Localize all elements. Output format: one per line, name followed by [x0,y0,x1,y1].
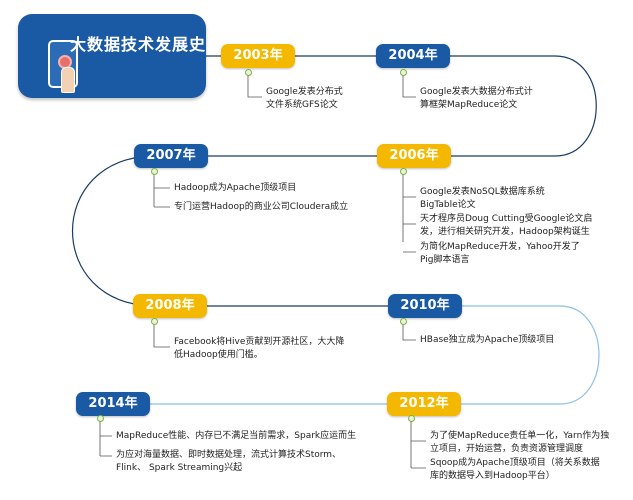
milestone-item: 为了使MapReduce责任单一化，Yarn作为独立项目，开始运营，负责资源管理… [430,431,610,454]
year-badge-2004: 2004年 [376,44,450,68]
title-box [18,14,206,98]
collapse-knob-icon [408,415,415,422]
milestone-item: Facebook将Hive贡献到开源社区，大大降低Hadoop使用门槛。 [174,337,345,360]
connector-lines [99,75,426,469]
phone-touch-icon [48,40,78,93]
collapse-knob-icon [97,415,104,422]
milestone-item: 为应对海量数据、即时数据处理，流式计算技术Storm、Flink、 Spark … [116,450,342,473]
year-badge-2003: 2003年 [221,44,295,68]
milestone-item: Sqoop成为Apache顶级项目（将关系数据库的数据导入到Hadoop平台） [430,458,600,481]
milestone-item: 天才程序员Doug Cutting受Google论文启发，进行相关研究开发，Ha… [420,214,593,237]
year-badge-2006: 2006年 [377,144,451,168]
collapse-knob-icon [400,69,407,76]
milestone-item: HBase独立成为Apache顶级项目 [420,335,555,345]
year-badge-2007: 2007年 [134,144,208,168]
page-title: 大数据技术发展史 [70,35,207,54]
collapse-knob-icon [151,318,158,325]
year-badge-2012: 2012年 [387,392,461,416]
year-badge-2008: 2008年 [133,294,207,318]
milestone-item: Hadoop成为Apache顶级项目 [174,183,297,193]
collapse-knob-icon [400,168,407,175]
milestone-item: Google发表分布式文件系统GFS论文 [266,87,343,110]
milestone-item: Google发表大数据分布式计算框架MapReduce论文 [420,87,533,110]
collapse-knob-icon [400,318,407,325]
year-badge-2014: 2014年 [76,392,150,416]
milestone-item: 专门运营Hadoop的商业公司Cloudera成立 [174,202,349,212]
milestone-item: MapReduce性能、内存已不满足当前需求，Spark应运而生 [116,431,357,441]
year-badge-2010: 2010年 [388,294,462,318]
timeline-line-lower [110,305,600,405]
collapse-knob-icon [151,168,158,175]
collapse-knob-icon [245,69,252,76]
